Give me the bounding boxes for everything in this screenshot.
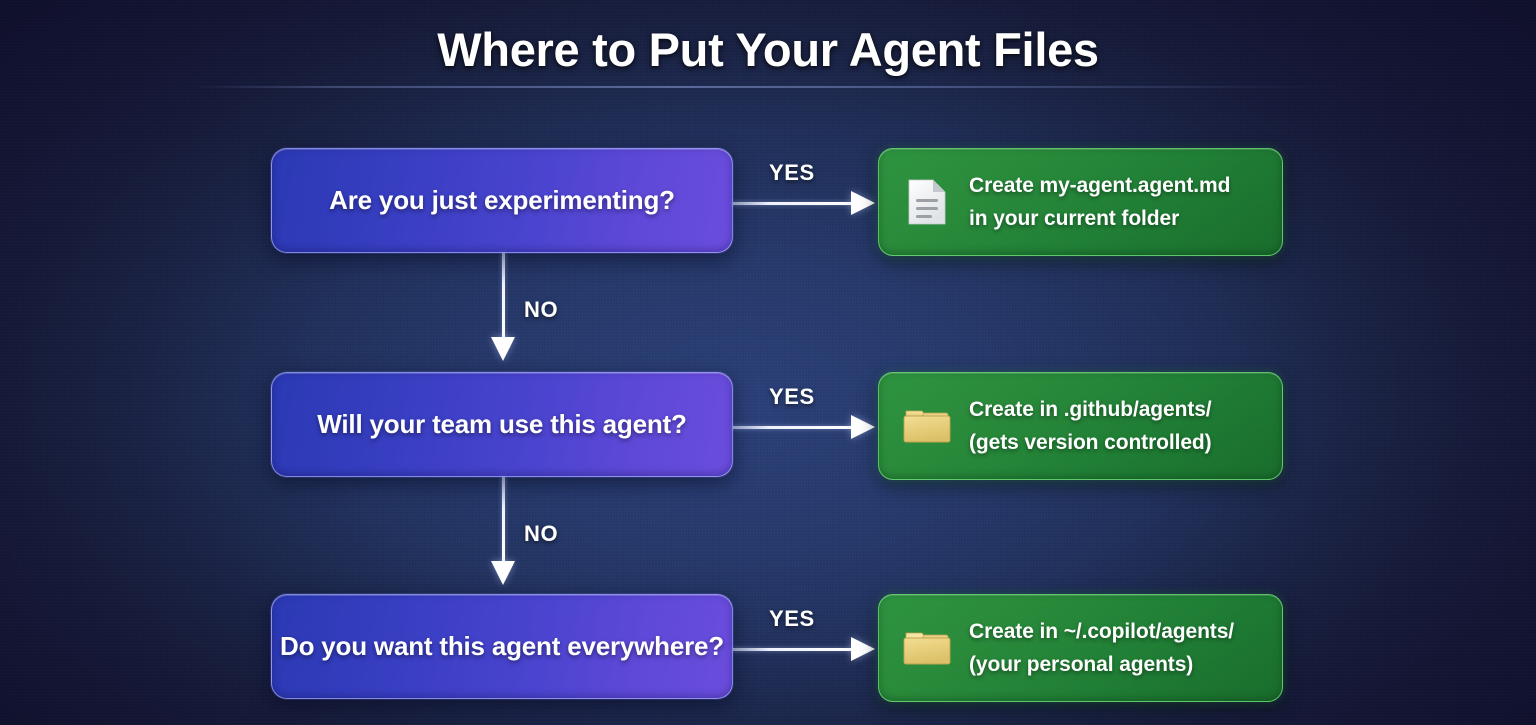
decision-label: Will your team use this agent? bbox=[317, 409, 687, 439]
action-box-1[interactable]: Create in .github/agents/ (gets version … bbox=[878, 372, 1283, 480]
action-text: Create in ~/.copilot/agents/ (your perso… bbox=[969, 615, 1234, 681]
yes-connector-0: YES bbox=[733, 160, 881, 222]
action-line-2: in your current folder bbox=[969, 207, 1180, 230]
arrow-head-icon bbox=[851, 637, 875, 661]
arrow-head-icon bbox=[491, 337, 515, 361]
action-line-2: (your personal agents) bbox=[969, 653, 1194, 676]
no-connector-1: NO bbox=[491, 477, 604, 589]
arrow-line bbox=[733, 202, 855, 205]
title-divider bbox=[198, 86, 1348, 88]
arrow-head-icon bbox=[491, 561, 515, 585]
action-line-1: Create in .github/agents/ bbox=[969, 397, 1212, 421]
document-icon bbox=[901, 176, 953, 228]
arrow-line bbox=[502, 253, 505, 341]
action-box-2[interactable]: Create in ~/.copilot/agents/ (your perso… bbox=[878, 594, 1283, 702]
decision-label: Do you want this agent everywhere? bbox=[280, 631, 724, 661]
decision-label: Are you just experimenting? bbox=[329, 185, 675, 215]
arrow-head-icon bbox=[851, 191, 875, 215]
arrow-head-icon bbox=[851, 415, 875, 439]
action-line-1: Create in ~/.copilot/agents/ bbox=[969, 619, 1235, 643]
page-title: Where to Put Your Agent Files bbox=[437, 23, 1099, 76]
yes-label: YES bbox=[769, 384, 815, 409]
no-connector-0: NO bbox=[491, 253, 604, 365]
yes-connector-1: YES bbox=[733, 384, 881, 446]
yes-label: YES bbox=[769, 606, 815, 631]
decision-box-0[interactable]: Are you just experimenting? bbox=[271, 148, 733, 253]
action-line-1: Create my-agent.agent.md bbox=[969, 173, 1231, 197]
action-box-0[interactable]: Create my-agent.agent.md in your current… bbox=[878, 148, 1283, 256]
no-label: NO bbox=[524, 521, 559, 546]
arrow-line bbox=[733, 426, 855, 429]
folder-icon bbox=[901, 400, 953, 452]
arrow-line bbox=[502, 477, 505, 565]
no-label: NO bbox=[524, 297, 559, 322]
decision-box-1[interactable]: Will your team use this agent? bbox=[271, 372, 733, 477]
decision-box-2[interactable]: Do you want this agent everywhere? bbox=[271, 594, 733, 699]
yes-connector-2: YES bbox=[733, 606, 881, 668]
action-line-2: (gets version controlled) bbox=[969, 431, 1212, 454]
arrow-line bbox=[733, 648, 855, 651]
folder-icon bbox=[901, 622, 953, 674]
action-text: Create in .github/agents/ (gets version … bbox=[969, 393, 1212, 459]
yes-label: YES bbox=[769, 160, 815, 185]
action-text: Create my-agent.agent.md in your current… bbox=[969, 169, 1230, 235]
